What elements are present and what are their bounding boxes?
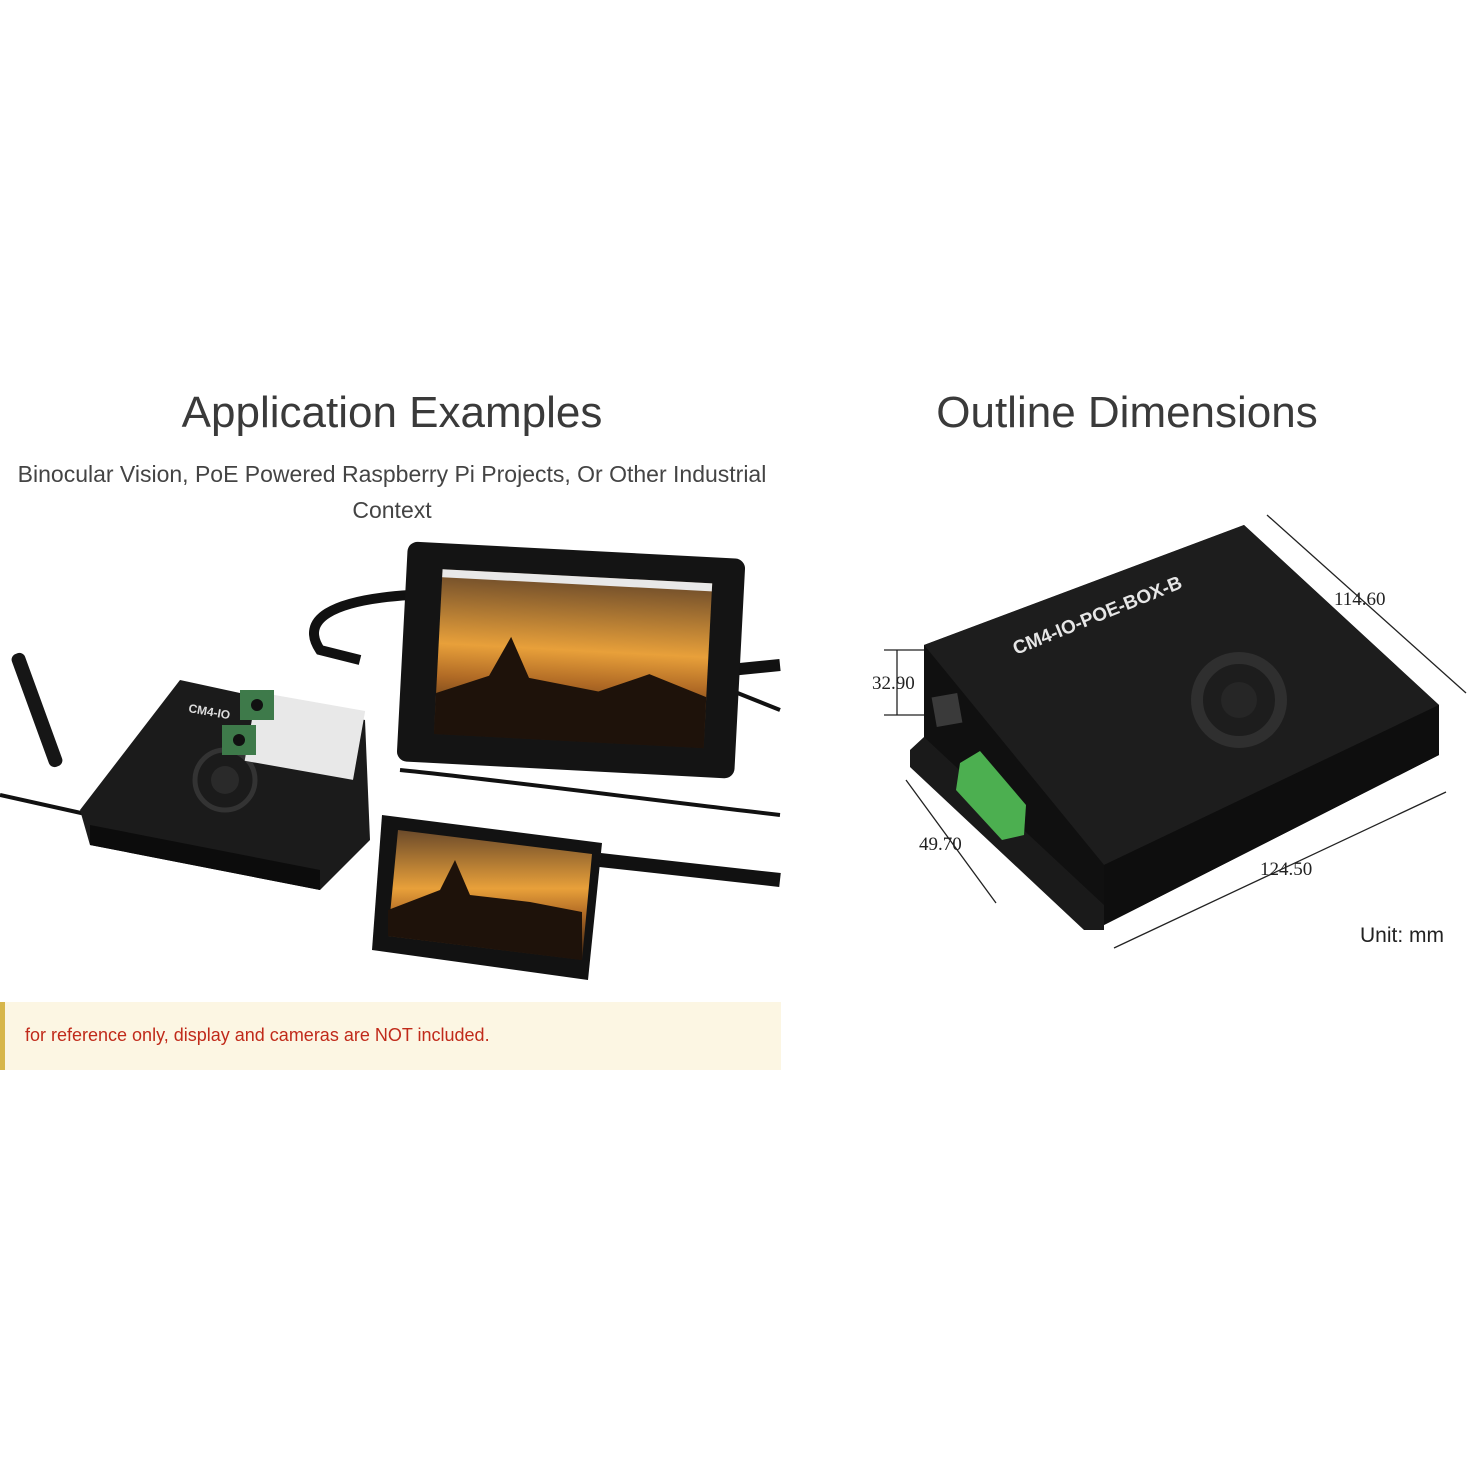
- application-examples-title: Application Examples: [181, 388, 603, 437]
- antenna: [11, 652, 63, 768]
- fan-grille: [1191, 652, 1287, 748]
- unit-label: Unit: mm: [1360, 924, 1444, 947]
- height-dimension: 32.90: [872, 673, 915, 694]
- application-examples-panel: Application Examples Binocular Vision, P…: [0, 388, 781, 1070]
- outline-dimensions-title: Outline Dimensions: [936, 388, 1318, 437]
- reference-note-text: for reference only, display and cameras …: [25, 1025, 490, 1045]
- application-photo: CM4-IO: [0, 541, 781, 980]
- cable: [399, 768, 781, 817]
- ribbon-cable: [244, 691, 366, 780]
- cable: [599, 853, 781, 887]
- outline-dimensions-panel: Outline Dimensions CM4-IO-POE-BOX-B 114.…: [784, 0, 1470, 1470]
- application-examples-subtitle: Binocular Vision, PoE Powered Raspberry …: [17, 461, 767, 523]
- ethernet-port: [931, 692, 963, 728]
- depth-dimension: 114.60: [1334, 589, 1386, 610]
- terminal-block: [956, 751, 1026, 840]
- reference-note: for reference only, display and cameras …: [0, 1002, 781, 1070]
- cable: [309, 590, 411, 665]
- mount-dimension: 49.70: [919, 834, 962, 855]
- cable: [0, 793, 91, 817]
- dimension-diagram: CM4-IO-POE-BOX-B 114.60 32.90 49.70 124.…: [872, 514, 1467, 949]
- width-dimension: 124.50: [1260, 859, 1312, 880]
- dimension-lines: [884, 514, 1467, 949]
